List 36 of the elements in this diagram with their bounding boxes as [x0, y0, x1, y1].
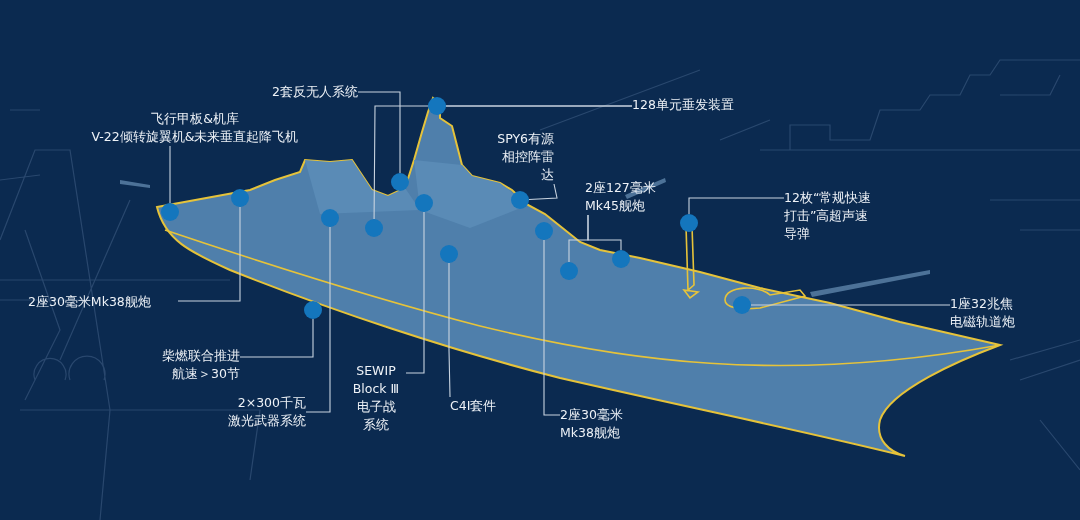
marker-dot [391, 173, 409, 191]
leader-line [177, 206, 241, 302]
callout-label: 2套反无人系统 [271, 83, 358, 101]
marker-dot [428, 97, 446, 115]
leader-line [169, 145, 171, 204]
callout-label: SEWIP Block Ⅲ [351, 362, 401, 398]
marker-dot [612, 250, 630, 268]
marker-dot [680, 214, 698, 232]
leader-line [528, 183, 558, 201]
callout-label: 128单元垂发装置 [632, 96, 735, 114]
marker-dot [511, 191, 529, 209]
leader-line [405, 211, 425, 374]
leader-line [373, 105, 633, 220]
leader-line [543, 239, 561, 416]
leader-line [688, 197, 785, 215]
callout-label: 飞行甲板&机库 [150, 110, 240, 128]
callout-label: 电子战系统 [355, 398, 397, 434]
marker-dot [231, 189, 249, 207]
leader-line [239, 318, 314, 358]
callout-label: SPY6有源相控阵雷达 [496, 130, 554, 184]
leader-line [587, 214, 622, 251]
marker-dot [304, 301, 322, 319]
callout-label: 航速＞30节 [171, 365, 240, 383]
callout-label: 2座127毫米Mk45舰炮 [585, 179, 657, 215]
leader-line [750, 304, 951, 306]
callout-label: 柴燃联合推进 [161, 347, 240, 365]
callout-label: V-22倾转旋翼机&未来垂直起降飞机 [90, 128, 300, 146]
leader-line [448, 262, 451, 398]
callout-label: 1座32兆焦电磁轨道炮 [950, 295, 1016, 331]
callout-label: 2座30毫米Mk38舰炮 [28, 293, 152, 311]
callout-label: 2×300千瓦激光武器系统 [227, 394, 306, 430]
callout-label: 2座30毫米Mk38舰炮 [560, 406, 624, 442]
leader-line [357, 91, 401, 174]
callout-label: 12枚“常规快速打击”高超声速导弹 [784, 189, 873, 243]
callout-label: C4I套件 [450, 397, 498, 415]
leader-line [305, 226, 331, 413]
